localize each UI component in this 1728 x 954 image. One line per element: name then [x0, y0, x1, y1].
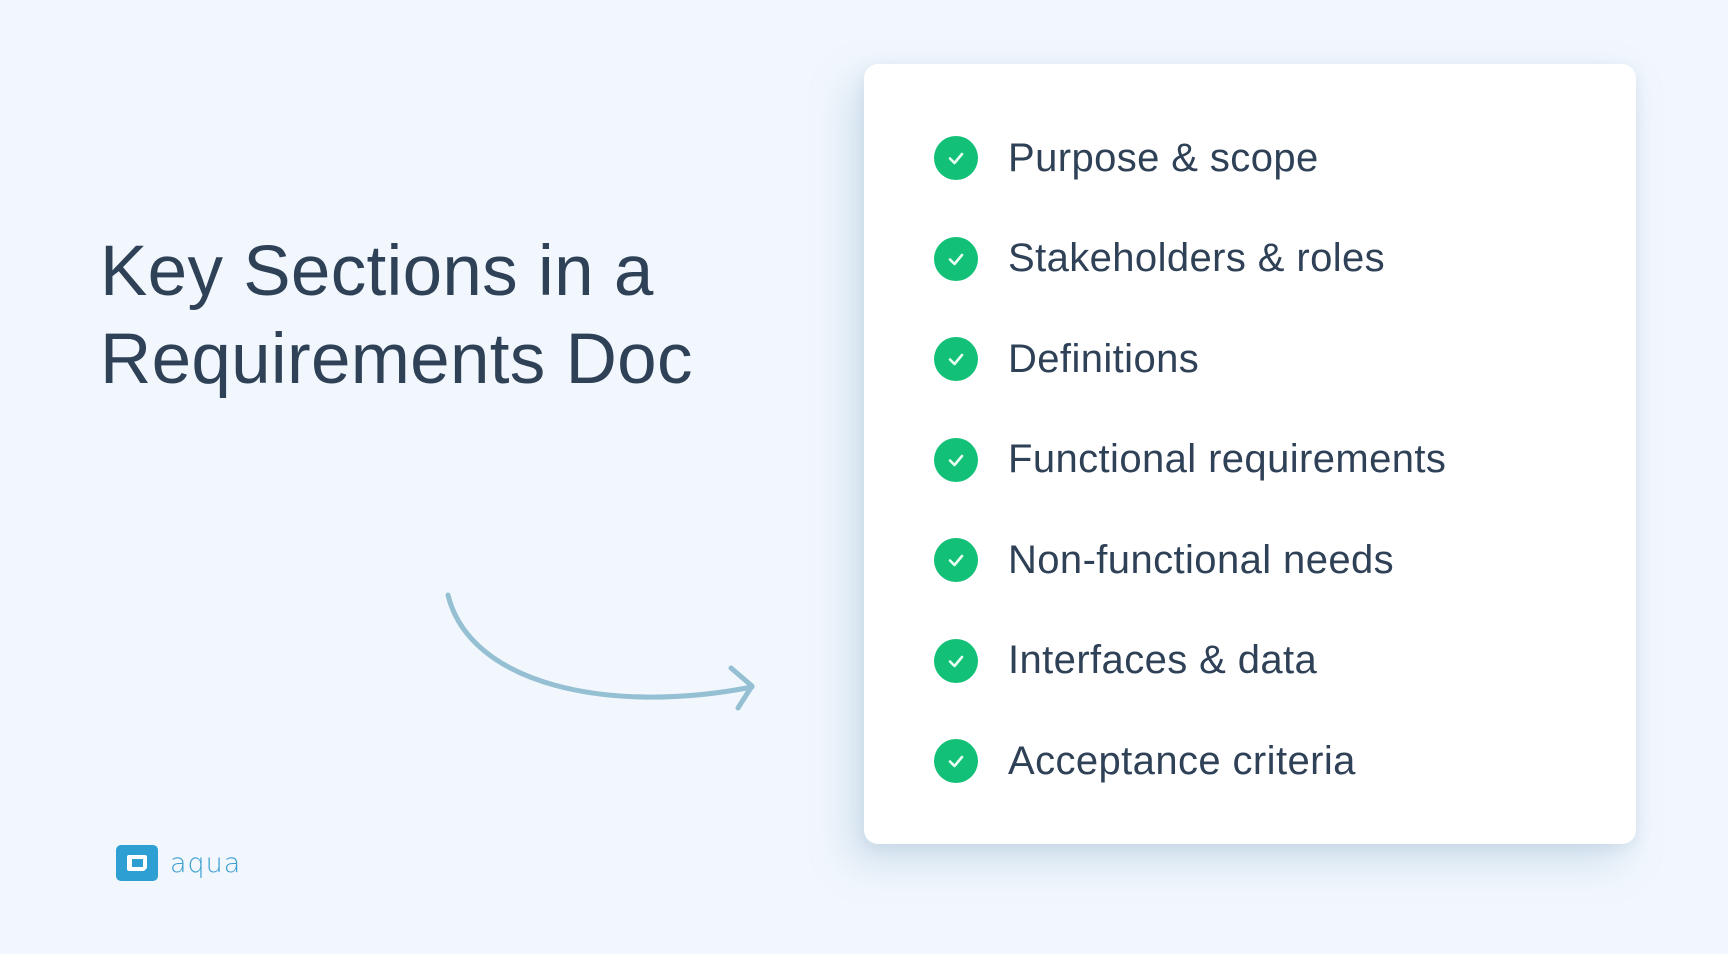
- sections-checklist: Purpose & scope Stakeholders & roles Def…: [934, 130, 1446, 812]
- list-item: Acceptance criteria: [934, 711, 1446, 812]
- list-item-label: Acceptance criteria: [1008, 738, 1356, 783]
- list-item-label: Non-functional needs: [1008, 537, 1395, 582]
- curved-arrow-icon: [445, 592, 755, 711]
- check-circle-icon: [934, 437, 978, 482]
- title-line-2: Requirements Doc: [100, 320, 693, 399]
- check-circle-icon: [934, 136, 978, 181]
- list-item-label: Definitions: [1008, 336, 1200, 381]
- check-circle-icon: [934, 638, 978, 683]
- list-item: Definitions: [934, 309, 1446, 410]
- list-item: Stakeholders & roles: [934, 209, 1446, 310]
- title-line-1: Key Sections in a: [100, 232, 654, 311]
- sections-card: Purpose & scope Stakeholders & roles Def…: [864, 64, 1636, 844]
- aqua-logo: aqua: [116, 845, 241, 881]
- list-item-label: Stakeholders & roles: [1008, 236, 1386, 281]
- check-circle-icon: [934, 538, 978, 583]
- list-item: Interfaces & data: [934, 611, 1446, 712]
- aqua-logo-icon: [116, 845, 158, 881]
- list-item-label: Functional requirements: [1008, 437, 1447, 482]
- list-item-label: Interfaces & data: [1008, 638, 1318, 683]
- check-circle-icon: [934, 236, 978, 281]
- page-title: Key Sections in a Requirements Doc: [100, 228, 693, 404]
- check-circle-icon: [934, 337, 978, 382]
- list-item: Purpose & scope: [934, 108, 1446, 209]
- list-item: Functional requirements: [934, 410, 1446, 511]
- check-circle-icon: [934, 739, 978, 784]
- brand-name: aqua: [170, 847, 242, 879]
- list-item: Non-functional needs: [934, 510, 1446, 611]
- list-item-label: Purpose & scope: [1008, 135, 1319, 180]
